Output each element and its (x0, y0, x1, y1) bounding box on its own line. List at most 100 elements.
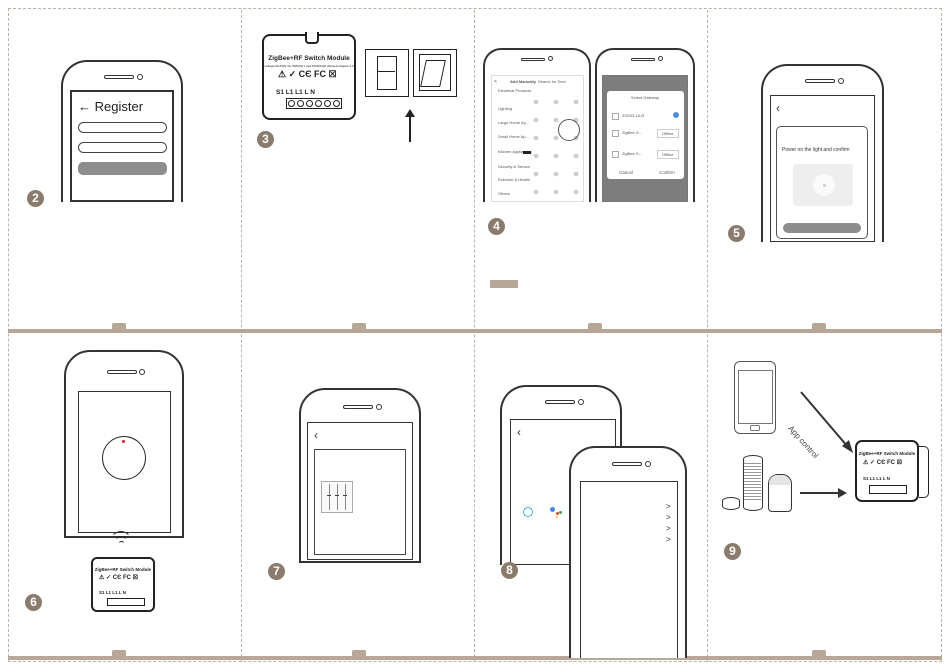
gateway-name[interactable]: ZG003-16-B (622, 113, 645, 118)
category-item[interactable]: Large Home Ap... (498, 120, 530, 125)
tab (352, 650, 366, 657)
back-icon[interactable]: ‹ (517, 425, 521, 439)
gateway-status: Offline (657, 129, 679, 138)
pairing-button[interactable] (102, 436, 146, 480)
category-item[interactable]: Kitchen Appliances (498, 149, 532, 154)
phone-camera (139, 369, 145, 375)
google-assistant-icon[interactable] (550, 507, 562, 519)
category-item[interactable]: Small Home Ap... (498, 134, 529, 139)
wall-switch-on (413, 49, 457, 97)
chevron-right-icon[interactable]: > (666, 502, 671, 511)
terminal-block (286, 98, 342, 109)
gateway-icon (612, 151, 619, 158)
chevron-right-icon[interactable]: > (666, 535, 671, 544)
wifi-signal-icon (110, 531, 134, 555)
phone-speaker (104, 75, 134, 79)
phone-screen: > > > > (580, 481, 678, 658)
module-side (919, 446, 929, 498)
terminal-labels: S1 L1 L1 L N (863, 476, 890, 481)
dialog-title: Select Gateway (631, 95, 660, 100)
phone-camera (645, 461, 651, 467)
tab (352, 323, 366, 330)
account-field[interactable] (78, 122, 167, 133)
bottom-band (8, 656, 942, 660)
certification-marks: ⚠ ✓ CЄ FC ☒ (99, 575, 139, 581)
gateway-name[interactable]: ZigBee G... (622, 130, 643, 135)
add-manually-tab[interactable]: Add Manually (510, 79, 537, 84)
divider (241, 10, 242, 662)
phone-speaker (107, 370, 137, 374)
terminal-labels: S1 L1 L1 L N (99, 590, 126, 595)
gang-switch[interactable] (321, 481, 353, 513)
phone-speaker (545, 400, 575, 404)
gateway-dialog: Select Gateway ZG003-16-B ZigBee G... Of… (607, 91, 684, 179)
register-button[interactable] (78, 162, 167, 175)
back-arrow-icon[interactable]: ← (78, 99, 91, 114)
gateway-name[interactable]: ZigBee G... (622, 151, 643, 156)
password-field[interactable] (78, 142, 167, 153)
label-bar (490, 280, 518, 288)
tab (812, 650, 826, 657)
terminal (288, 100, 295, 107)
search-tab[interactable]: Search for Devi (538, 79, 566, 84)
switch-module: ZigBee+RF Switch Module ⚠ ✓ CЄ FC ☒ S1 L… (855, 440, 919, 502)
terminal (297, 100, 304, 107)
category-item[interactable]: Security & Sensor (498, 164, 531, 169)
cancel-button[interactable]: Cancel (619, 170, 634, 175)
smartphone-illustration (734, 361, 776, 434)
arrow-up-icon (409, 113, 411, 142)
category-item[interactable]: Exercise & Health (498, 177, 530, 182)
certification-marks: ⚠ ✓ CЄ FC ☒ (278, 69, 337, 79)
alexa-icon[interactable] (523, 507, 533, 517)
certification-marks: ⚠ ✓ CЄ FC ☒ (863, 460, 903, 466)
back-icon[interactable]: ‹ (776, 101, 780, 115)
phone-screen (78, 391, 171, 533)
led-indicator (122, 440, 125, 443)
smart-speaker-echo-dot (722, 497, 740, 510)
divider (707, 10, 708, 662)
category-item[interactable]: Electrical Products (498, 88, 532, 93)
terminal (315, 100, 322, 107)
phone-speaker (612, 462, 642, 466)
module-title: ZigBee+RF Switch Module (858, 451, 916, 456)
wall-switch-off (365, 49, 409, 97)
chevron-right-icon[interactable]: > (666, 524, 671, 533)
step-number: 5 (728, 225, 745, 242)
gateway-status: Offline (657, 150, 679, 159)
tab (812, 323, 826, 330)
smart-speaker-echo (743, 455, 763, 511)
back-icon[interactable]: ‹ (314, 428, 318, 442)
antenna-tab (305, 32, 319, 44)
terminal (324, 100, 331, 107)
module-title: ZigBee+RF Switch Module (94, 567, 152, 572)
switch-module: ZigBee+RF Switch Module ⚠ ✓ CЄ FC ☒ S1 L… (91, 557, 155, 612)
phone-speaker (631, 58, 655, 61)
category-item[interactable]: Others (498, 191, 511, 196)
phone-screen: ‹ Power on the light and confirm (770, 95, 875, 242)
phone-camera (658, 56, 663, 61)
back-icon[interactable]: < (494, 79, 497, 85)
phone-camera (137, 74, 143, 80)
phone-screen-dimmed: Select Gateway ZG003-16-B ZigBee G... Of… (602, 75, 688, 202)
selected-device-highlight[interactable] (558, 119, 580, 141)
step-number: 6 (25, 594, 42, 611)
divider (474, 10, 475, 662)
category-item[interactable]: Lighting (498, 106, 513, 111)
phone-camera (838, 78, 844, 84)
terminal (333, 100, 340, 107)
phone-camera (578, 399, 584, 405)
step-number: 2 (27, 190, 44, 207)
switch-module: ZigBee+RF Switch Module Voltage:90-250V … (262, 32, 356, 120)
chevron-right-icon[interactable]: > (666, 513, 671, 522)
gateway-icon (612, 130, 619, 137)
selected-category-icon (523, 151, 531, 154)
terminal-block (869, 485, 907, 494)
step-number: 4 (488, 218, 505, 235)
phone-screen: ‹ (307, 422, 413, 560)
terminal-labels: S1 L1 L1 L N (276, 89, 315, 96)
confirm-button[interactable]: Confirm (659, 170, 675, 175)
confirm-button[interactable] (783, 223, 861, 233)
selected-radio-icon[interactable] (673, 112, 679, 118)
phone-speaker (343, 405, 373, 409)
control-card (314, 449, 406, 555)
